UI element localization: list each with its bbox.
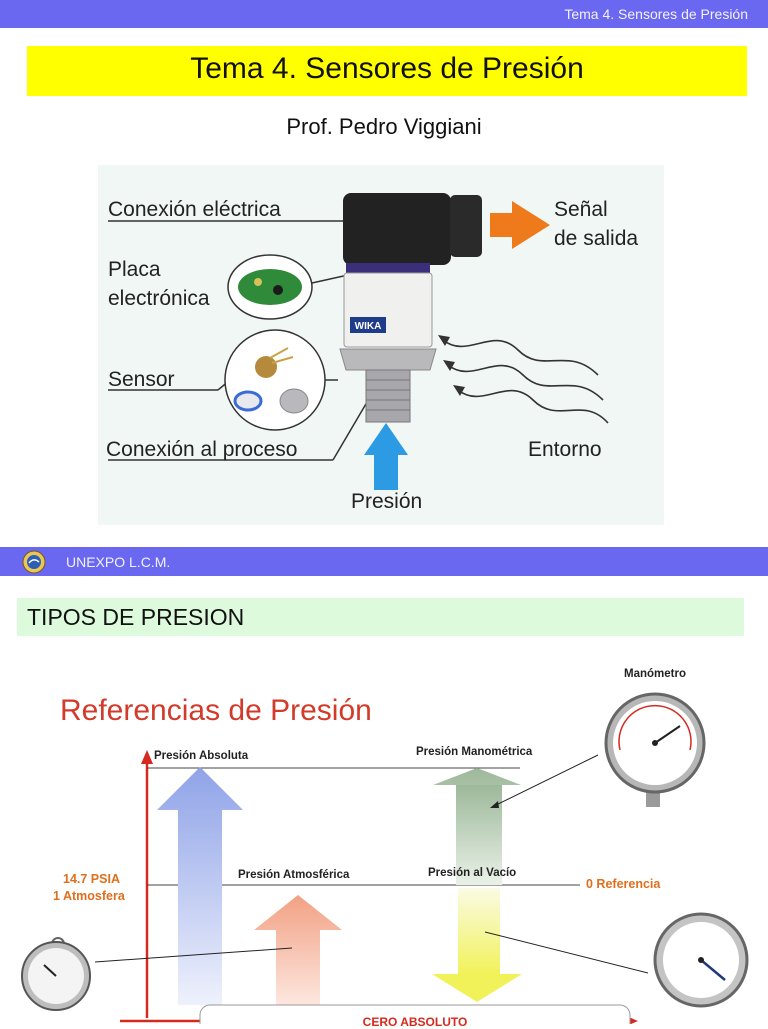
sensor-pin: [271, 356, 294, 364]
leader-line: [311, 274, 349, 284]
sensor-diaphragm: [233, 390, 263, 412]
sensor-body: [343, 272, 433, 348]
label-process-connection: Conexión al proceso: [106, 438, 298, 461]
label-zero-reference: 0 Referencia: [586, 877, 661, 891]
label-gauge-pressure: Presión Manométrica: [416, 746, 533, 758]
label-atmospheric-pressure: Presión Atmosférica: [238, 869, 350, 881]
environment-wave: [447, 364, 604, 401]
label-absolute-zero: CERO ABSOLUTO: [362, 1015, 468, 1029]
label-environment: Entorno: [528, 438, 602, 461]
pointer-line: [491, 754, 599, 808]
wika-logo: [350, 317, 386, 333]
institution-name: UNEXPO L.C.M.: [66, 554, 171, 570]
label-electronic-board: Placa electrónica: [108, 258, 210, 310]
chip: [254, 278, 262, 286]
chip: [273, 285, 283, 295]
atmospheric-pressure-arrow: [254, 895, 342, 1010]
course-title: Tema 4. Sensores de Presión: [564, 6, 748, 22]
circuit-board: [238, 269, 302, 305]
manometer-icon: [604, 692, 706, 807]
slide-title: Tema 4. Sensores de Presión: [190, 52, 584, 85]
vacuum-arrow-shaft: [458, 888, 500, 974]
wika-logo-text: WIKA: [355, 321, 382, 332]
absolute-pressure-arrow: [157, 767, 243, 1005]
wave-arrowhead: [438, 335, 450, 346]
wave-arrowhead: [453, 385, 465, 396]
unexpo-logo-icon: [22, 550, 46, 574]
vacuum-arrow-head: [432, 974, 522, 1002]
figure-title: Referencias de Presión: [60, 694, 372, 727]
connector-head: [343, 193, 451, 265]
label-output-signal: Señal de salida: [554, 198, 639, 250]
label-atmosphere: 1 Atmosfera: [53, 889, 125, 903]
hex-nut: [339, 348, 437, 371]
sensor-pin: [269, 347, 289, 359]
pressure-arrow: [364, 423, 408, 490]
slide-title-box: Tema 4. Sensores de Presión: [27, 46, 747, 96]
threaded-fitting: [365, 369, 411, 423]
environment-wave: [457, 389, 609, 424]
barometer-icon: [21, 937, 91, 1011]
label-vacuum-pressure: Presión al Vacío: [428, 867, 517, 879]
output-arrow: [490, 201, 550, 249]
cable-gland: [450, 195, 482, 257]
footer-banner: UNEXPO L.C.M.: [0, 547, 768, 576]
wave-arrowhead: [443, 360, 455, 371]
sensor-element: [255, 356, 277, 378]
top-banner: Tema 4. Sensores de Presión: [0, 0, 768, 28]
section-title: TIPOS DE PRESION: [27, 604, 245, 630]
label-absolute-pressure: Presión Absoluta: [154, 750, 249, 762]
sensor-cell: [279, 388, 309, 414]
pressure-sensor-diagram: WIKA Conexión eléctrica Placa electrónic…: [98, 165, 664, 525]
label-sensor: Sensor: [108, 368, 175, 391]
vacuum-gauge-icon: [653, 912, 749, 1008]
pointer-line: [484, 931, 649, 974]
pointer-arrowhead: [490, 801, 499, 808]
label-psia: 14.7 PSIA: [63, 872, 120, 886]
pressure-reference-figure: [21, 692, 749, 1024]
label-manometer: Manómetro: [624, 668, 686, 680]
pointer-line: [94, 947, 293, 963]
section-title-box: TIPOS DE PRESION: [17, 598, 744, 636]
seal-ring: [346, 263, 430, 273]
sensor-callout: [224, 329, 326, 431]
environment-wave: [442, 339, 599, 376]
sensor-illustration: WIKA: [108, 193, 609, 490]
label-electrical-connection: Conexión eléctrica: [108, 198, 281, 221]
label-pressure: Presión: [351, 490, 423, 513]
absolute-zero-box: [199, 1004, 631, 1024]
y-axis-arrowhead: [141, 750, 153, 764]
gauge-pressure-arrow-shaft: [456, 785, 502, 885]
author-name: Prof. Pedro Viggiani: [286, 114, 482, 139]
